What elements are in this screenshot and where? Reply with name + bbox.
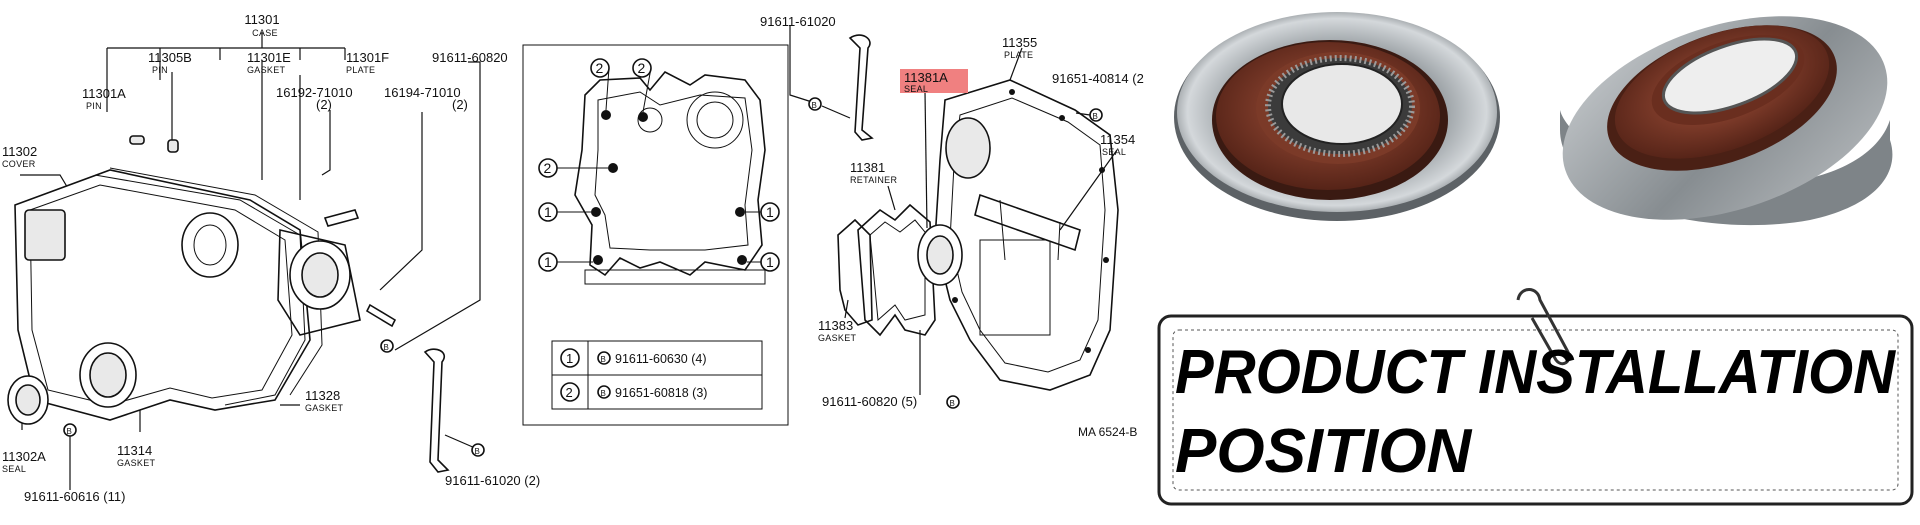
callout-11302: 11302: [2, 144, 37, 159]
callout-11314-caption: GASKET: [117, 458, 156, 468]
legend-row: 1 B 91611-60630 (4): [560, 348, 707, 368]
marker-1: 1: [760, 202, 780, 222]
callout-11302A: 11302A: [2, 449, 46, 464]
gasket-inset-panel: 2 2 2 1 1 1 1: [522, 44, 789, 426]
callout-11301A-caption: PIN: [86, 101, 102, 111]
product-photo-seal-angled: [1560, 16, 1893, 226]
bolt-symbol: B: [475, 447, 480, 456]
marker-1: 1: [538, 202, 558, 222]
marker-1: 1: [760, 252, 780, 272]
callout-11301A: 11301A: [82, 86, 126, 101]
callout-91611-60616: 91611-60616 (11): [24, 489, 125, 504]
svg-text:2: 2: [566, 385, 573, 400]
callout-16194-qty: (2): [452, 97, 468, 112]
legend-row: 2 B 91651-60818 (3): [560, 382, 707, 402]
bolt-symbol: B: [812, 101, 817, 110]
bolt-symbol: B: [601, 355, 606, 364]
callout-11328-caption: GASKET: [305, 403, 344, 413]
banner-line-2: POSITION: [1175, 417, 1472, 486]
svg-text:1: 1: [766, 204, 774, 220]
callout-11305B-caption: PIN: [152, 65, 168, 75]
callout-11381: 11381: [850, 160, 885, 175]
marker-2: 2: [538, 158, 558, 178]
callout-11383: 11383: [818, 318, 853, 333]
exploded-timing-case-drawing: B B B 11301 CASE 11305B PIN 11301E GASKE…: [2, 12, 540, 504]
callout-16192-qty: (2): [316, 97, 332, 112]
callout-11354: 11354: [1100, 132, 1135, 147]
callout-11381A: 11381A: [904, 70, 948, 85]
bolt-symbol: B: [384, 343, 389, 352]
callout-11301F-caption: PLATE: [346, 65, 375, 75]
callout-11383-caption: GASKET: [818, 333, 857, 343]
highlight-11381A: [900, 69, 968, 93]
installation-position-banner: PRODUCT INSTALLATION POSITION: [1157, 288, 1914, 506]
svg-text:2: 2: [544, 160, 552, 176]
marker-2: 2: [590, 58, 610, 78]
legend-part-number: 91611-60630 (4): [615, 352, 707, 366]
callout-11302-caption: COVER: [2, 159, 36, 169]
svg-text:1: 1: [766, 254, 774, 270]
callout-91611-61020-lower: 91611-61020 (2): [445, 473, 540, 488]
callout-16192-71010: 16192-71010: [276, 85, 353, 100]
callout-11305B: 11305B: [148, 50, 192, 65]
legend-part-number: 91651-60818 (3): [615, 386, 707, 400]
callout-11302A-caption: SEAL: [2, 464, 26, 474]
banner-line-1: PRODUCT INSTALLATION: [1175, 338, 1896, 407]
callout-16194-71010: 16194-71010: [384, 85, 461, 100]
callout-11355-caption: PLATE: [1004, 50, 1033, 60]
callout-91611-61020-upper: 91611-61020: [760, 14, 836, 29]
paperclip-icon: [1516, 288, 1571, 366]
diagram-code: MA 6524-B: [1078, 425, 1137, 439]
bolt-symbol: B: [67, 427, 72, 436]
callout-11301-caption: CASE: [252, 28, 278, 38]
marker-2: 2: [632, 58, 652, 78]
callout-11328: 11328: [305, 388, 340, 403]
callout-91611-60820: 91611-60820: [432, 50, 508, 65]
callout-11381A-caption: SEAL: [904, 84, 928, 94]
callout-11301E: 11301E: [247, 50, 291, 65]
callout-11301: 11301: [244, 12, 279, 27]
svg-text:2: 2: [596, 60, 604, 76]
callout-11301F: 11301F: [346, 50, 389, 65]
svg-text:2: 2: [638, 60, 646, 76]
bolt-legend-table: 1 B 91611-60630 (4) 2 B 91651-60818 (3): [551, 340, 763, 410]
callout-11355: 11355: [1002, 35, 1037, 50]
callout-11381-caption: RETAINER: [850, 175, 897, 185]
callout-91611-60820-lower: 91611-60820 (5): [822, 394, 917, 409]
callout-11301E-caption: GASKET: [247, 65, 286, 75]
svg-text:1: 1: [566, 351, 573, 366]
callout-11314: 11314: [117, 443, 152, 458]
svg-text:1: 1: [544, 254, 552, 270]
rear-plate-drawing: B B B 91611-61020: [760, 14, 1144, 439]
bolt-symbol: B: [601, 389, 606, 398]
marker-1: 1: [538, 252, 558, 272]
callout-11354-caption: SEAL: [1102, 147, 1126, 157]
callout-91651-40814: 91651-40814 (2: [1052, 71, 1144, 86]
product-photo-seal-front: [1174, 12, 1500, 221]
bolt-symbol: B: [950, 399, 955, 408]
svg-text:1: 1: [544, 204, 552, 220]
bolt-symbol: B: [1093, 112, 1098, 121]
